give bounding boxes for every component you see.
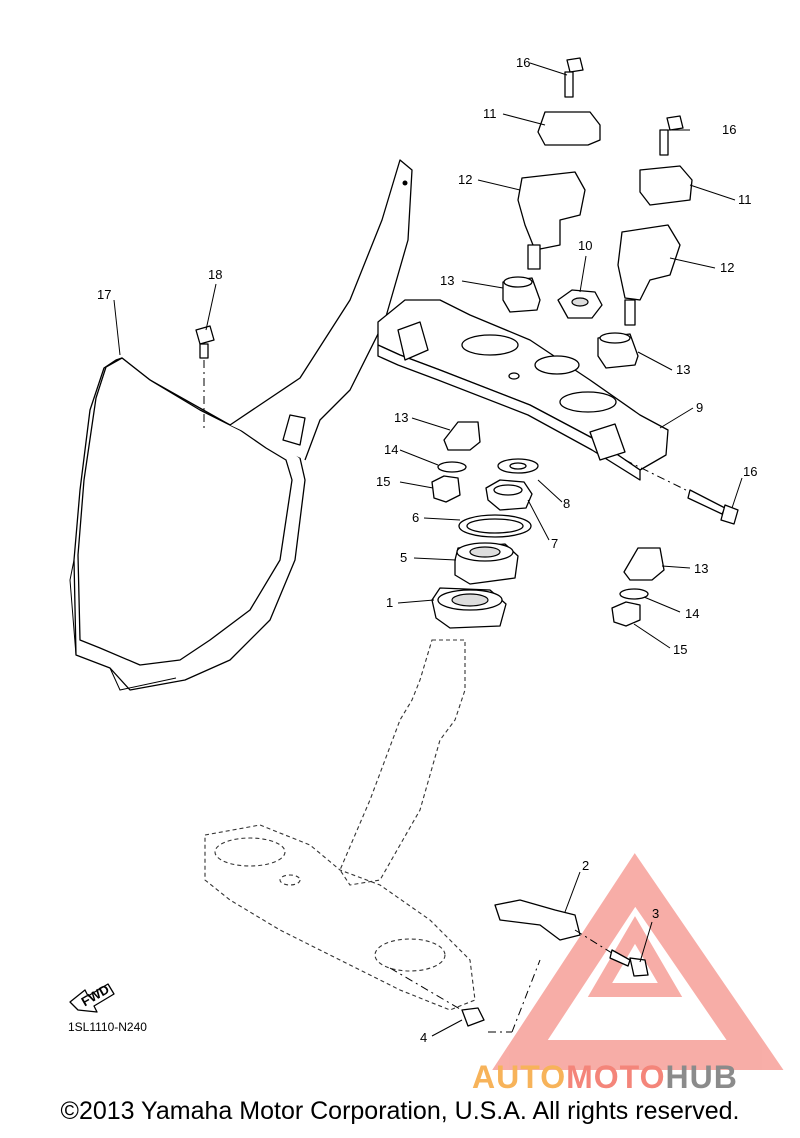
callout-2: 2	[582, 858, 589, 873]
callout-5: 5	[400, 550, 407, 565]
callout-4: 4	[420, 1030, 427, 1045]
bolt-16-side	[624, 459, 739, 525]
callout-12-right: 12	[720, 260, 734, 275]
watermark-part-hub: HUB	[665, 1059, 738, 1095]
nut-15-right	[611, 601, 641, 627]
damper-13-b	[597, 332, 639, 369]
callout-7: 7	[551, 536, 558, 551]
collar-4	[389, 959, 541, 1033]
upper-bracket	[377, 299, 669, 481]
nut-15-left	[431, 475, 461, 503]
diagram-code: 1SL1110-N240	[68, 1020, 147, 1034]
watermark-part-auto: AUTO	[472, 1059, 567, 1095]
damper-13-d	[623, 547, 665, 581]
bearing-1	[431, 587, 507, 629]
callout-6: 6	[412, 510, 419, 525]
callout-16-top: 16	[516, 55, 530, 70]
damper-13-a	[502, 276, 541, 313]
steering-stem-ghost	[204, 639, 476, 1011]
bearing-5	[454, 542, 519, 585]
washer-14-left	[437, 461, 467, 473]
callout-15-left: 15	[376, 474, 390, 489]
handlebar-holder-left	[517, 57, 601, 270]
bolt-3	[574, 929, 649, 977]
callout-8: 8	[563, 496, 570, 511]
callout-14-right: 14	[685, 606, 699, 621]
callout-18: 18	[208, 267, 222, 282]
watermark-part-moto: MOTO	[566, 1059, 666, 1095]
copyright-notice: ©2013 Yamaha Motor Corporation, U.S.A. A…	[60, 1097, 740, 1125]
callout-11-right: 11	[738, 192, 752, 207]
number-plate	[69, 159, 413, 691]
washer-14-right	[619, 588, 649, 600]
callout-13-d: 13	[694, 561, 708, 576]
callout-14-left: 14	[384, 442, 398, 457]
callout-1: 1	[386, 595, 393, 610]
callout-11-left: 11	[483, 106, 497, 121]
callout-13-b: 13	[676, 362, 690, 377]
handlebar-holder-right	[617, 115, 693, 326]
watermark-text: AUTOMOTOHUB	[472, 1059, 738, 1096]
callout-10: 10	[578, 238, 592, 253]
callout-17: 17	[97, 287, 111, 302]
callout-3: 3	[652, 906, 659, 921]
callout-16-right: 16	[722, 122, 736, 137]
callout-15-right: 15	[673, 642, 687, 657]
ring-nut-7	[485, 479, 533, 511]
fwd-arrow-icon: FWD	[69, 981, 115, 1013]
damper-13-c	[443, 421, 481, 451]
washer-8	[497, 458, 539, 474]
nut-10	[557, 289, 603, 319]
callout-13-c: 13	[394, 410, 408, 425]
callout-12-left: 12	[458, 172, 472, 187]
seal-6	[458, 514, 532, 538]
cable-guide-2	[494, 899, 581, 941]
bolt-18	[195, 325, 215, 432]
callout-9: 9	[696, 400, 703, 415]
callout-13-a: 13	[440, 273, 454, 288]
callout-16-side: 16	[743, 464, 757, 479]
leader-lines	[113, 62, 743, 1037]
callout-labels: 16 11 12 16 11 12 10 13 13 9 13 14 15 8 …	[97, 55, 757, 1045]
